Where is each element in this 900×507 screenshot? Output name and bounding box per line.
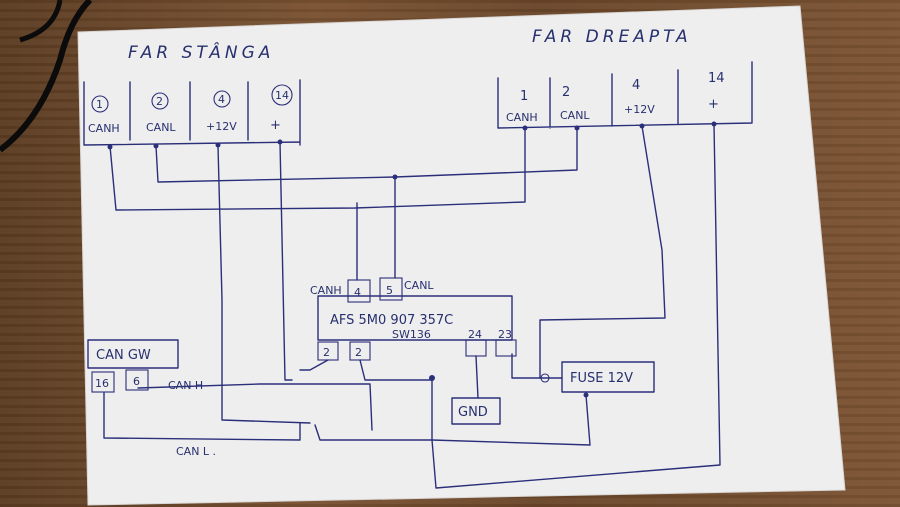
right-pin-2-num: 2 bbox=[562, 85, 570, 100]
paper-sheet bbox=[78, 6, 845, 505]
module-bottom-pin: 2 bbox=[323, 346, 330, 359]
ground-box: GND bbox=[451, 397, 501, 425]
left-headlight-connector: 1 2 4 14 CANH CANL +12V + bbox=[83, 79, 301, 146]
module-bottom-pin: 23 bbox=[498, 328, 512, 341]
wire-network bbox=[103, 121, 721, 489]
module-sw: SW136 bbox=[392, 328, 431, 341]
left-pin-1-num: 1 bbox=[96, 98, 103, 111]
module-pin-4-num: 4 bbox=[354, 286, 361, 299]
ground-label: GND bbox=[458, 405, 488, 420]
right-pin-1-num: 1 bbox=[520, 89, 528, 104]
cable bbox=[19, 0, 63, 43]
left-pin-1-label: CANH bbox=[88, 122, 120, 135]
can-gw-pin: 6 bbox=[133, 375, 140, 388]
module-bottom-pin: 24 bbox=[468, 328, 482, 341]
right-pin-4-label: +12V bbox=[624, 103, 655, 116]
module-pin-canh-label: CANH bbox=[310, 284, 342, 297]
fuse-box: FUSE 12V bbox=[561, 361, 655, 393]
left-pin-4-label: +12V bbox=[206, 120, 237, 133]
left-pin-14-label: + bbox=[270, 118, 281, 133]
left-pin-14-num: 14 bbox=[275, 89, 289, 102]
wire-label-canh: CAN H bbox=[168, 379, 203, 392]
can-gw-box: CAN GW 16 6 bbox=[87, 339, 179, 393]
module-name: AFS 5M0 907 357C bbox=[330, 313, 453, 328]
right-pin-4-num: 4 bbox=[632, 78, 640, 93]
fuse-label: FUSE 12V bbox=[570, 371, 633, 386]
left-pin-2-label: CANL bbox=[146, 121, 176, 134]
left-pin-2-num: 2 bbox=[156, 95, 163, 108]
right-pin-1-label: CANH bbox=[506, 111, 538, 124]
module-pin-5-num: 5 bbox=[386, 284, 393, 297]
module-bottom-pin: 2 bbox=[355, 346, 362, 359]
afs-module: CANH 4 5 CANL AFS 5M0 907 357C SW136 2 2… bbox=[310, 277, 517, 361]
left-pin-4-num: 4 bbox=[218, 93, 225, 106]
right-pin-14-label: + bbox=[708, 97, 719, 112]
can-gw-title: CAN GW bbox=[96, 348, 151, 363]
left-headlight-title: FAR STÂNGA bbox=[128, 41, 274, 63]
module-pin-canl-label: CANL bbox=[404, 279, 434, 292]
cable bbox=[0, 0, 93, 153]
wire-label-canl: CAN L . bbox=[176, 445, 216, 458]
paper-edge bbox=[77, 5, 846, 506]
right-headlight-title: FAR DREAPTA bbox=[532, 27, 692, 47]
right-pin-2-label: CANL bbox=[560, 109, 590, 122]
can-gw-pin: 16 bbox=[95, 377, 109, 390]
right-headlight-connector: 1 2 4 14 CANH CANL +12V + bbox=[497, 61, 753, 129]
right-pin-14-num: 14 bbox=[708, 71, 725, 86]
